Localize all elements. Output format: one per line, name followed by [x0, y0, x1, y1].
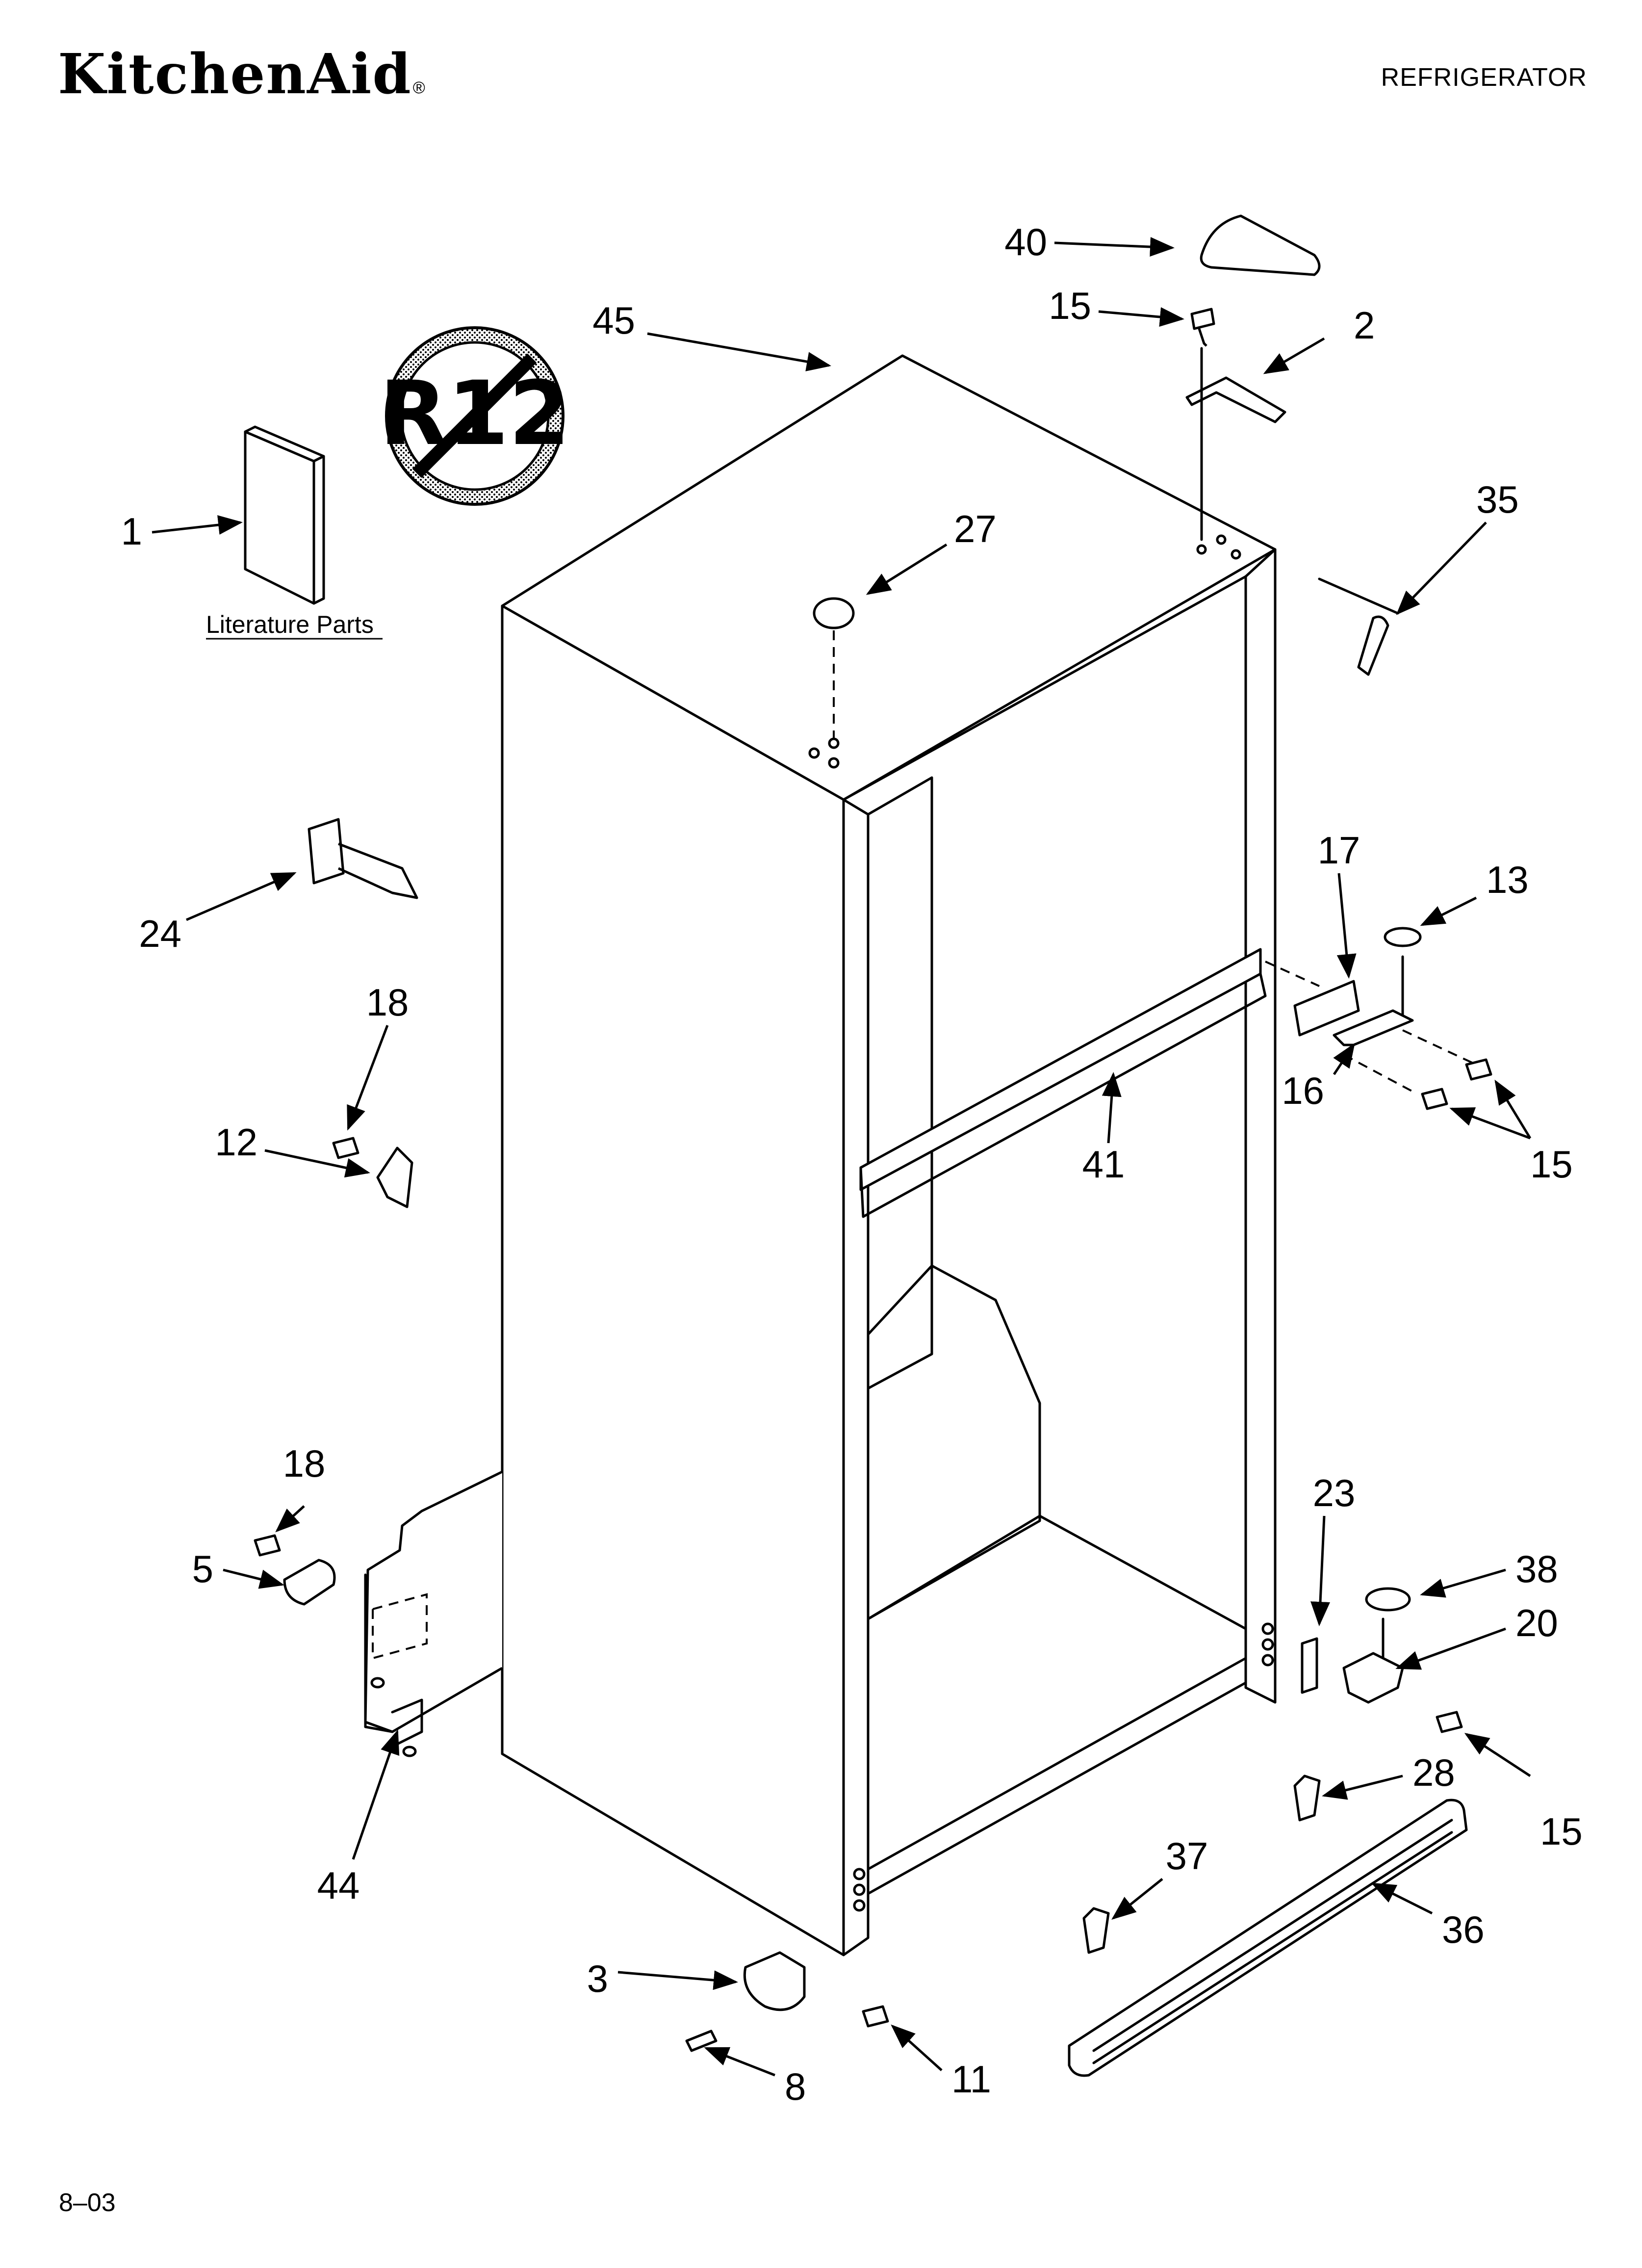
kitchenaid-logo: KitchenAid®: [58, 47, 426, 102]
hinge-shim: [1301, 1637, 1318, 1694]
callout-11: 11: [951, 2058, 991, 2101]
grille-clip-left: [1082, 1907, 1110, 1954]
callout-44: 44: [317, 1864, 360, 1907]
callout-24: 24: [139, 912, 181, 955]
clamp-screw: [254, 1534, 281, 1557]
literature-parts: Literature Parts: [206, 425, 383, 640]
clip-screw: [332, 1137, 359, 1159]
back-panel: [364, 1470, 503, 1757]
grille-clip-right: [1293, 1774, 1321, 1822]
bracket-screw: [862, 2005, 889, 2028]
callout-20: 20: [1515, 1601, 1558, 1644]
callout-labels: 40 15 2 45 1 27 35 24 18 12 17 13 16 15 …: [121, 220, 1583, 2108]
cabinet-right-flange: [1244, 548, 1277, 1704]
screw-top: [1190, 308, 1215, 347]
frame-hole-c: [853, 1899, 866, 1912]
cabinet-left-side: [501, 604, 845, 1956]
leveling-bracket: [743, 1951, 806, 2011]
callout-13: 13: [1486, 858, 1529, 901]
callout-2: 2: [1354, 304, 1375, 347]
callout-38: 38: [1515, 1547, 1558, 1590]
compartment-outline: [867, 1264, 1041, 1620]
bottom-washer: [1365, 1587, 1411, 1612]
callout-37: 37: [1166, 1834, 1208, 1877]
registered-mark: ®: [412, 78, 426, 97]
cabinet-top-front-edge: [842, 575, 1247, 801]
frame-hole-f: [1261, 1654, 1274, 1667]
callout-12: 12: [215, 1121, 257, 1164]
roller-pin: [685, 2030, 718, 2052]
shoulder-screw: [308, 818, 418, 899]
bottom-hinge-screw: [1436, 1711, 1463, 1733]
top-hole-e: [1216, 534, 1227, 545]
callout-15-bottom: 15: [1540, 1810, 1583, 1853]
callout-28: 28: [1412, 1751, 1455, 1794]
callout-15-hinge: 15: [1530, 1143, 1573, 1186]
callout-40: 40: [1004, 220, 1047, 263]
frame-hole-d: [1261, 1622, 1274, 1635]
cabinet-bottom-edge: [867, 1657, 1247, 1871]
callout-5: 5: [192, 1547, 213, 1590]
callout-1: 1: [121, 510, 142, 553]
bottom-hinge: [1342, 1652, 1404, 1704]
no-r12-symbol: R12: [379, 326, 570, 506]
callout-23: 23: [1313, 1471, 1356, 1514]
top-hole-c: [828, 757, 840, 769]
cabinet-inner-top: [867, 776, 933, 1390]
frame-hole-a: [853, 1868, 866, 1880]
leader-arrows: [152, 237, 1532, 2077]
top-hole-d: [1196, 544, 1207, 555]
plug: [813, 597, 855, 629]
door-stop-clip: [376, 1147, 413, 1208]
top-hole-a: [808, 747, 820, 759]
hinge-plate: [1293, 980, 1360, 1037]
hinge-screw-upper: [1465, 1058, 1492, 1081]
frame-hole-e: [1261, 1638, 1274, 1651]
callout-15-top: 15: [1049, 284, 1091, 327]
callout-45: 45: [592, 299, 635, 342]
callout-27: 27: [954, 507, 997, 550]
hinge-cover: [1200, 214, 1321, 276]
callout-3: 3: [587, 1957, 608, 2000]
small-parts: [254, 214, 1492, 2077]
callout-41: 41: [1082, 1143, 1125, 1186]
callout-16: 16: [1282, 1069, 1324, 1112]
callout-18-upper: 18: [366, 981, 409, 1024]
hinge-screw-lower: [1421, 1088, 1448, 1110]
callout-17: 17: [1318, 829, 1360, 872]
cabinet-bottom-lip: [867, 1681, 1247, 1895]
top-hole-f: [1231, 549, 1241, 560]
literature-parts-label: Literature Parts: [206, 611, 374, 638]
toe-grille: [1068, 1799, 1468, 2077]
tube-clamp: [283, 1559, 336, 1606]
date-code: 8–03: [59, 2189, 116, 2217]
cabinet-front-left-flange: [842, 798, 870, 1956]
vent-cover: [1357, 615, 1389, 676]
callout-36: 36: [1442, 1908, 1485, 1951]
callout-35: 35: [1476, 478, 1519, 521]
frame-hole-b: [853, 1883, 866, 1896]
callout-18-lower: 18: [283, 1442, 326, 1485]
top-hole-b: [828, 737, 840, 749]
callout-8: 8: [785, 2065, 806, 2108]
hinge-washer: [1384, 927, 1422, 947]
divider-rail: [859, 948, 1320, 1218]
top-hinge: [1185, 376, 1286, 423]
page-title: REFRIGERATOR: [1381, 63, 1587, 92]
compartment-floor: [867, 1514, 1247, 1630]
brand-name: KitchenAid: [58, 42, 412, 106]
